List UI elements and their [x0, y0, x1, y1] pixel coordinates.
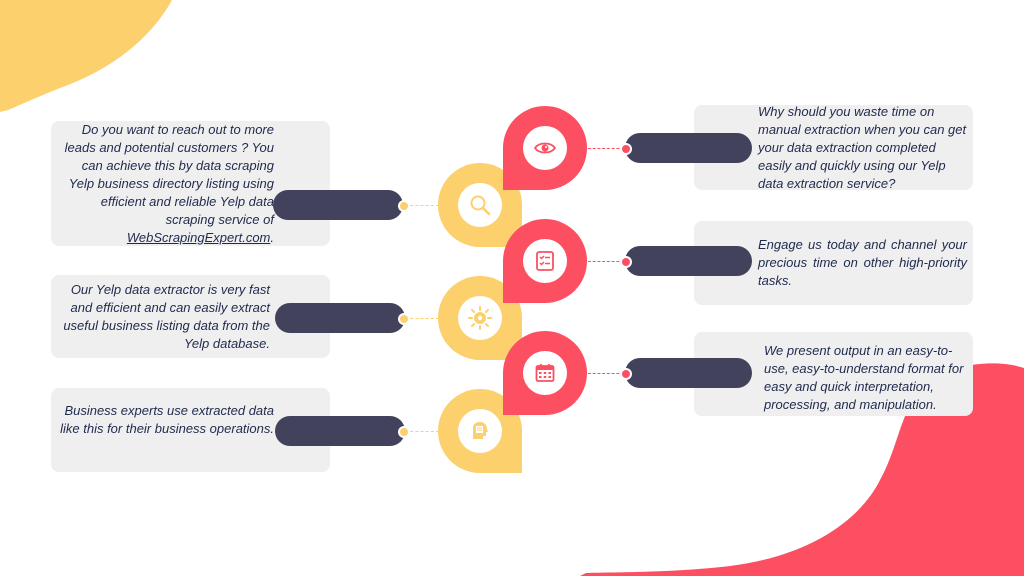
right-connector-2: [588, 261, 624, 262]
right-connector-3: [588, 373, 624, 374]
left-connector-3: [405, 431, 439, 432]
right-card-3-text: We present output in an easy-to-use, eas…: [764, 343, 964, 412]
calendar-icon: [535, 364, 555, 382]
red-pin-3: [503, 331, 587, 415]
document-head-icon: [473, 422, 488, 439]
right-dot-3: [620, 368, 632, 380]
right-pill-1: [625, 133, 752, 163]
left-dot-1: [398, 200, 410, 212]
left-pill-2: [275, 303, 405, 333]
left-connector-2: [405, 318, 439, 319]
right-dot-1: [620, 143, 632, 155]
top-left-yellow-blob: [0, 0, 172, 112]
webscrapingexpert-link[interactable]: WebScrapingExpert.com: [126, 230, 271, 245]
left-dot-2: [398, 313, 410, 325]
left-pill-3: [275, 416, 405, 446]
left-connector-1: [405, 205, 439, 206]
search-icon: [470, 195, 491, 216]
yellow-pin-3: [438, 389, 522, 473]
right-dot-2: [620, 256, 632, 268]
left-card-1: Do you want to reach out to more leads a…: [51, 121, 330, 246]
left-dot-3: [398, 426, 410, 438]
red-pin-1: [503, 106, 587, 190]
left-card-1-text: Do you want to reach out to more leads a…: [64, 122, 274, 227]
red-pin-2: [503, 219, 587, 303]
right-card-1: Why should you waste time on manual extr…: [694, 104, 973, 191]
checklist-icon: [536, 251, 554, 271]
right-pill-3: [625, 358, 752, 388]
left-pill-1: [273, 190, 403, 220]
left-card-2-text: Our Yelp data extractor is very fast and…: [63, 282, 270, 351]
left-card-1-suffix: .: [270, 230, 274, 245]
gear-icon: [468, 306, 492, 330]
bottom-right-red-blob: [580, 363, 1024, 576]
left-card-3-text: Business experts use extracted data like…: [60, 403, 274, 436]
right-card-2-text: Engage us today and channel your preciou…: [758, 237, 967, 288]
eye-icon: [533, 142, 557, 154]
right-pill-2: [625, 246, 752, 276]
right-connector-1: [588, 148, 624, 149]
right-card-1-text: Why should you waste time on manual extr…: [758, 104, 967, 191]
